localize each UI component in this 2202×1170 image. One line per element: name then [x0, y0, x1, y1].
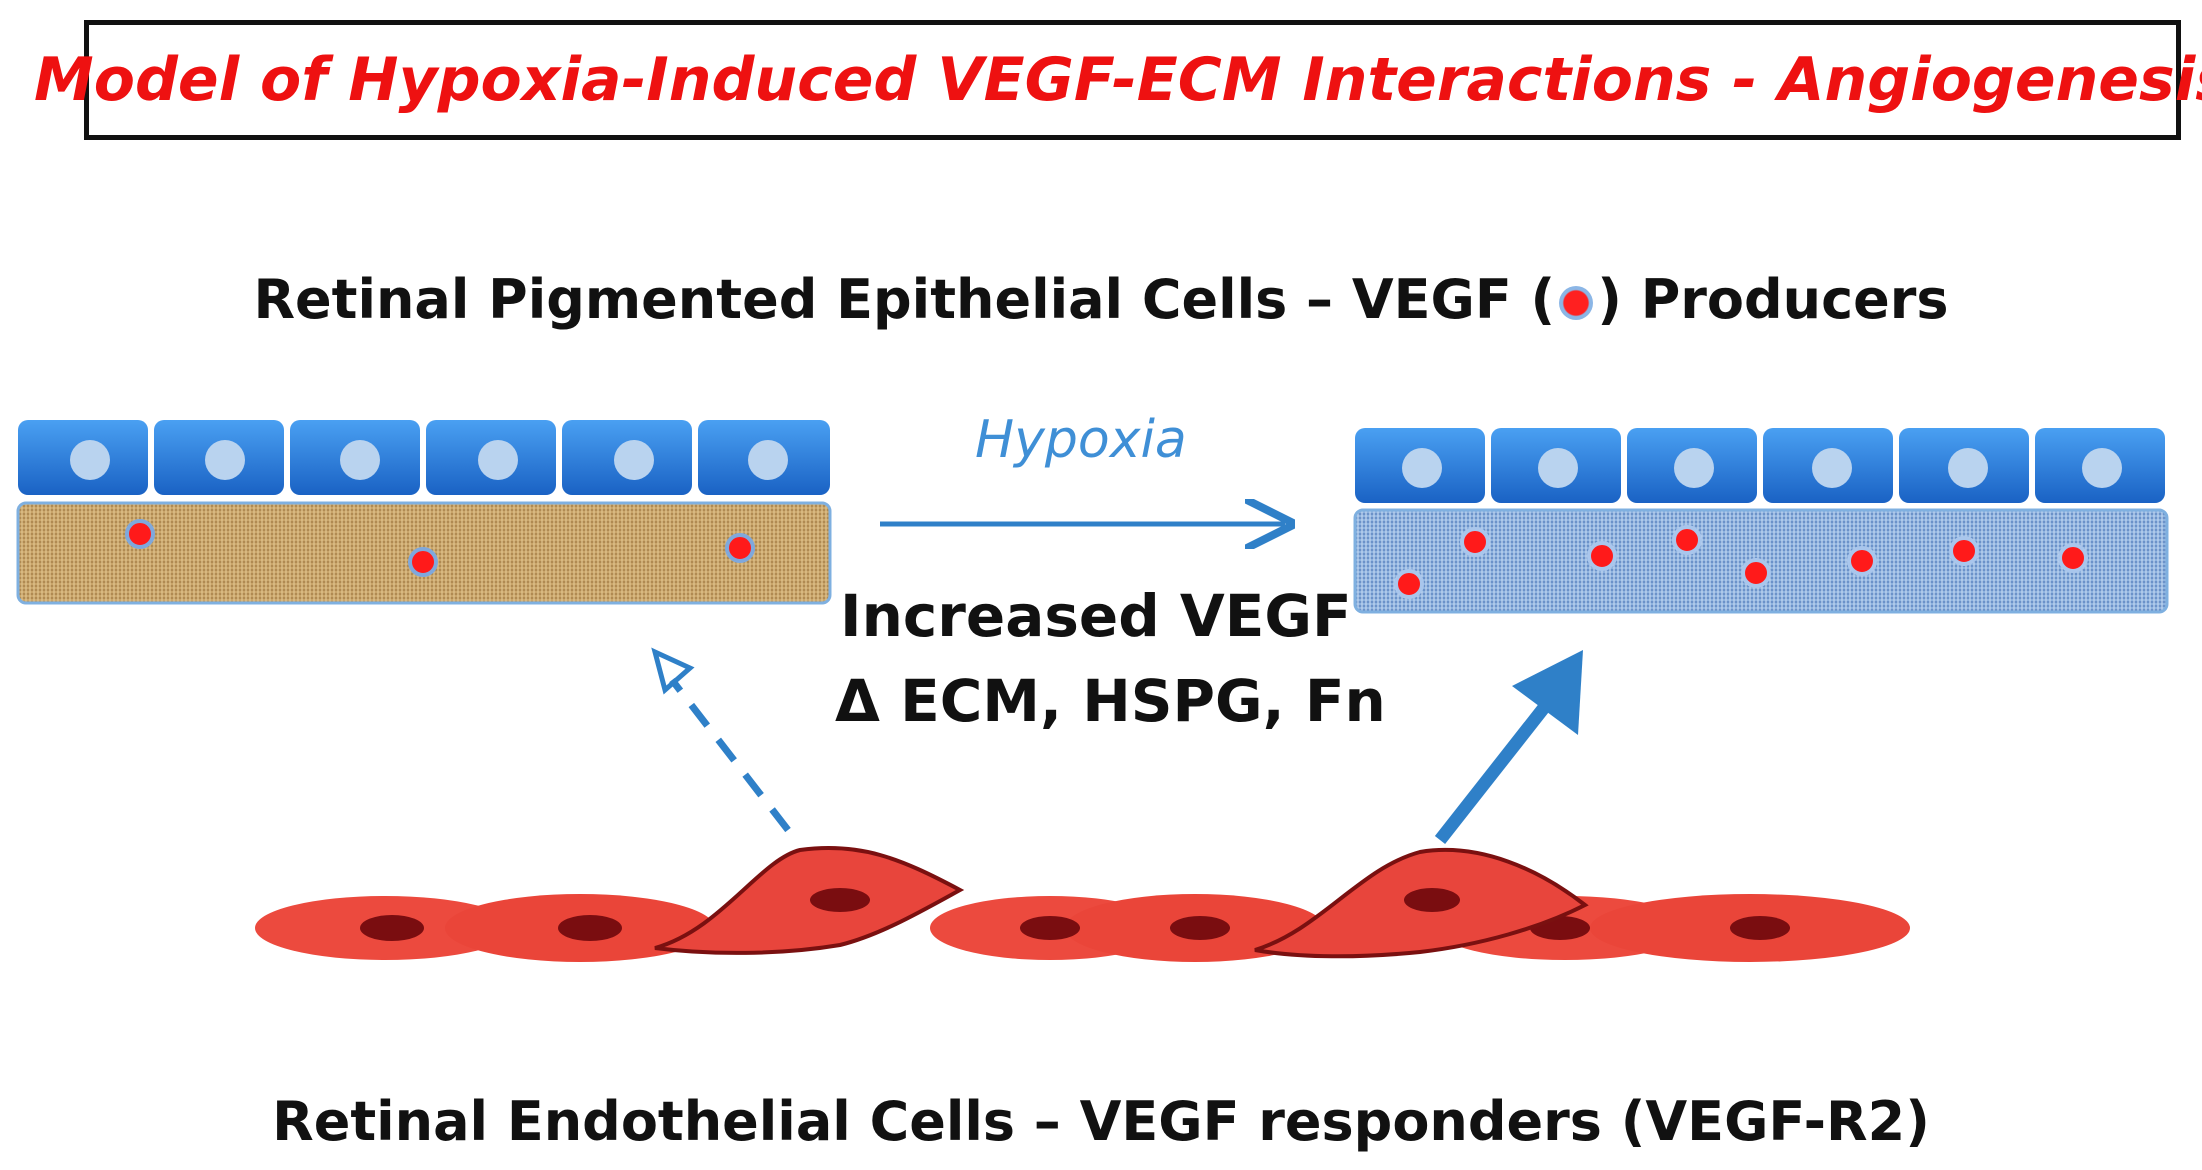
- cell-nucleus: [1404, 888, 1460, 912]
- vegf-dot-icon: [1394, 569, 1424, 599]
- nucleus: [478, 440, 518, 480]
- vegf-dot-icon: [725, 533, 755, 563]
- nucleus: [1812, 448, 1852, 488]
- title-box: Model of Hypoxia-Induced VEGF-ECM Intera…: [34, 20, 2202, 140]
- endothelial-cell-row: [255, 846, 1910, 962]
- cell-nucleus: [1020, 916, 1080, 940]
- nucleus: [1402, 448, 1442, 488]
- vegf-dot-icon: [408, 547, 438, 577]
- vegf-dot-icon: [1672, 525, 1702, 555]
- vegf-dot-icon: [1741, 558, 1771, 588]
- cell-nucleus: [1170, 916, 1230, 940]
- vegf-dot-icon: [1460, 527, 1490, 557]
- vegf-dot-icon: [125, 519, 155, 549]
- cell-nucleus: [558, 915, 622, 941]
- diagram-title: Model of Hypoxia-Induced VEGF-ECM Intera…: [34, 45, 2202, 115]
- nucleus: [748, 440, 788, 480]
- cell-nucleus: [810, 888, 870, 912]
- tip-cell-left: [654, 846, 965, 955]
- rec-label: Retinal Endothelial Cells – VEGF respond…: [272, 1090, 1930, 1153]
- rpe-label: Retinal Pigmented Epithelial Cells – VEG…: [0, 268, 2202, 331]
- vegf-dot-icon: [1949, 536, 1979, 566]
- dashed-arrow-icon: [651, 647, 791, 833]
- nucleus: [70, 440, 110, 480]
- vegf-dot-icon: [2058, 543, 2088, 573]
- increased-vegf-label: Increased VEGF: [840, 582, 1352, 650]
- nucleus: [1948, 448, 1988, 488]
- vegf-dots-left: [125, 519, 755, 577]
- cell-nucleus: [360, 915, 424, 941]
- vegf-dot-icon: [1587, 541, 1617, 571]
- nucleus: [614, 440, 654, 480]
- nucleus: [340, 440, 380, 480]
- hypoxic-epithelium: [1353, 428, 2169, 614]
- nucleus: [2082, 448, 2122, 488]
- delta-ecm-label: Δ ECM, HSPG, Fn: [835, 667, 1386, 735]
- vegf-dot-icon: [1847, 546, 1877, 576]
- cell-nucleus: [1730, 916, 1790, 940]
- normal-epithelium: [16, 420, 832, 605]
- epithelial-cell-row-left: [18, 420, 830, 495]
- nucleus: [1674, 448, 1714, 488]
- epithelial-cell-row-right: [1355, 428, 2165, 503]
- vegf-dots-right: [1394, 525, 2088, 599]
- nucleus: [205, 440, 245, 480]
- vegf-dot-icon: [1559, 286, 1594, 320]
- rpe-label-suffix: ) Producers: [1597, 268, 1949, 331]
- solid-arrow-icon: [1434, 650, 1583, 845]
- rpe-label-text: Retinal Pigmented Epithelial Cells – VEG…: [253, 268, 1556, 331]
- nucleus: [1538, 448, 1578, 488]
- hypoxia-label: Hypoxia: [975, 410, 1187, 470]
